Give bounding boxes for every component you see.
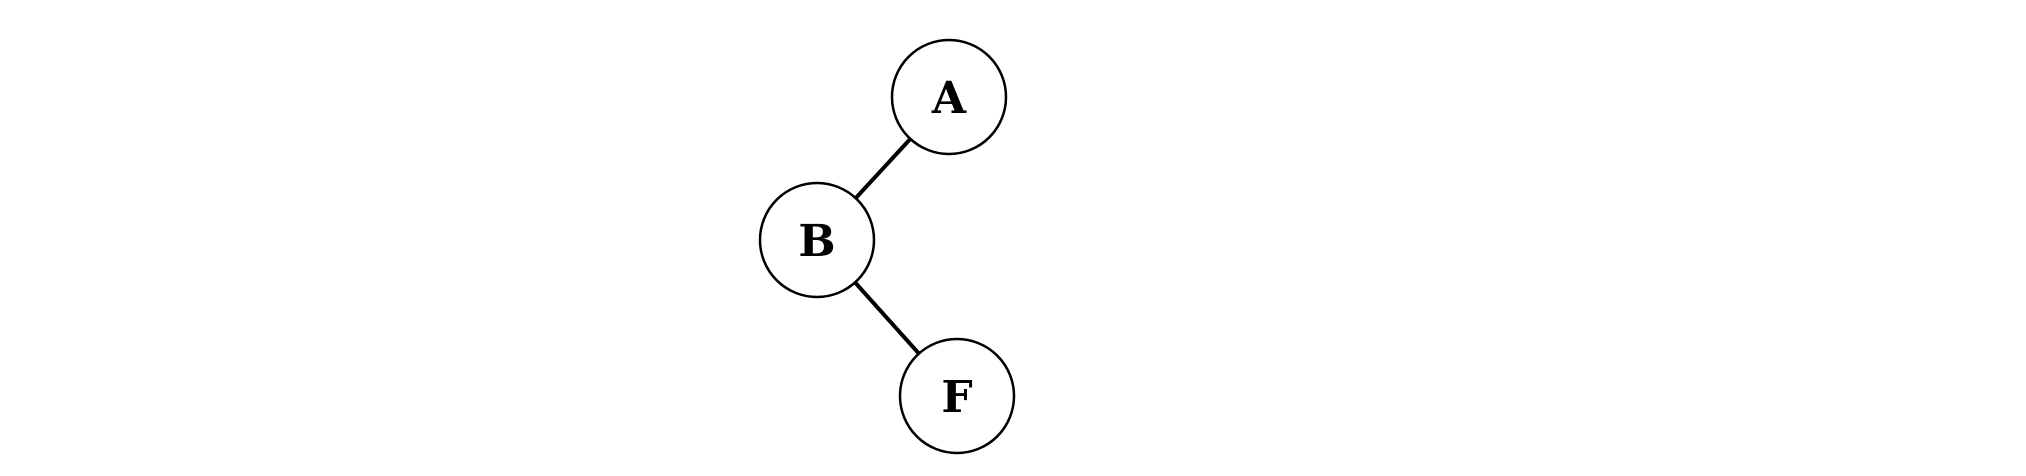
- node-circle-F: [898, 337, 1016, 455]
- node-label-B: B: [798, 216, 835, 267]
- node-circle-A: [890, 38, 1008, 156]
- graph-node-B: B: [758, 181, 876, 299]
- node-layer: A B F: [758, 38, 1016, 455]
- node-circle-B: [758, 181, 876, 299]
- graph-node-F: F: [898, 337, 1016, 455]
- node-label-F: F: [941, 372, 972, 423]
- node-label-A: A: [931, 73, 967, 124]
- graph-node-A: A: [890, 38, 1008, 156]
